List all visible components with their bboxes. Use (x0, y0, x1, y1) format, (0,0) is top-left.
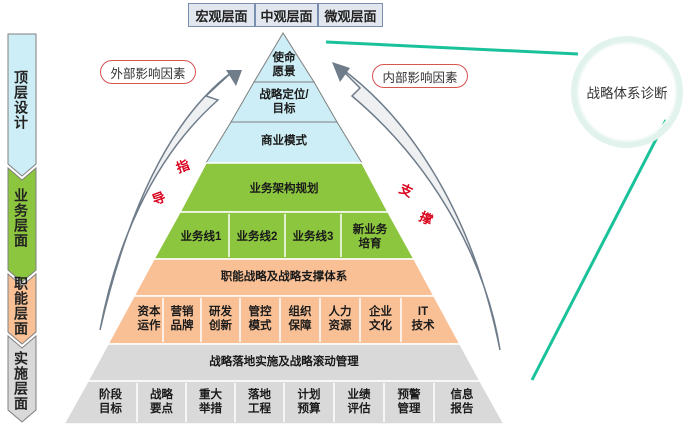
layer-architecture: 业务架构规划 (249, 182, 319, 195)
layer-business-model: 商业模式 (261, 134, 307, 147)
business-line-3: 业务线3 (292, 230, 334, 243)
header-macro: 宏观层面 (188, 3, 255, 27)
strategy-diagnosis-label: 战略体系诊断 (586, 86, 668, 101)
guide-arrow-left (99, 71, 233, 331)
layer-mission: 使命 愿景 (272, 51, 296, 78)
level-top: 顶层设计 (13, 70, 29, 130)
implement-item: 信息 报告 (450, 388, 474, 415)
implement-item: 战略 要点 (150, 388, 173, 415)
business-line-new: 新业务 培育 (352, 223, 388, 250)
functional-item: 营销 品牌 (170, 305, 194, 332)
connector-top (325, 40, 579, 56)
functional-item: 企业 文化 (369, 305, 392, 332)
implement-item: 计划 预算 (297, 388, 321, 415)
strategy-diagnosis-circle: 战略体系诊断 (571, 36, 683, 148)
implement-item: 重大 举措 (199, 388, 222, 415)
level-implement: 实施层面 (13, 351, 29, 411)
internal-factors-label: 内部影响因素 (372, 64, 468, 88)
layer-positioning: 战略定位/ 目标 (259, 88, 309, 115)
layer-functional-title: 职能战略及战略支撑体系 (220, 270, 348, 283)
functional-item: 研发 创新 (209, 305, 232, 332)
functional-item: 资本 运作 (137, 305, 161, 332)
implement-item: 落地 工程 (248, 388, 271, 415)
functional-item: 人力 资源 (328, 305, 352, 332)
level-bar (7, 33, 37, 423)
functional-item: 组织 保障 (288, 305, 312, 332)
layer-implement-title: 战略落地实施及战略滚动管理 (209, 355, 359, 368)
level-business: 业务层面 (13, 188, 29, 248)
business-line-1: 业务线1 (180, 230, 222, 243)
implement-item: 阶段 目标 (99, 388, 122, 415)
implement-item: 预警 管理 (397, 388, 421, 415)
external-factors-label: 外部影响因素 (100, 60, 196, 84)
support-arrow-right (337, 65, 501, 351)
connector-bottom (530, 119, 668, 381)
functional-item: 管控 模式 (248, 305, 272, 332)
header-middle: 中观层面 (255, 3, 318, 27)
level-function: 职能层面 (13, 276, 29, 336)
implement-item: 业绩 评估 (347, 388, 371, 415)
business-line-2: 业务线2 (236, 230, 278, 243)
header-micro: 微观层面 (318, 3, 383, 27)
functional-item: IT 技术 (411, 305, 435, 332)
